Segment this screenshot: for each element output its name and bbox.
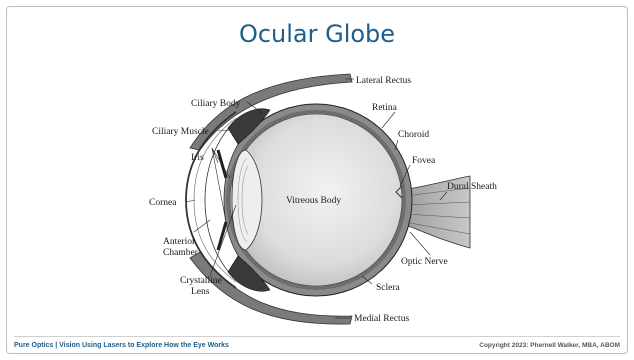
label-cornea: Cornea [149,198,177,208]
footer-copyright: Copyright 2023: Phernell Walker, MBA, AB… [479,342,620,349]
footer-divider [14,336,620,337]
label-vitreous-body: Vitreous Body [286,196,341,206]
label-retina: Retina [372,103,398,113]
label-crystalline: Crystalline [180,276,222,286]
label-ciliary-body: Ciliary Body [191,99,241,109]
label-chamber: Chamber [163,248,199,258]
label-lateral-rectus: Lateral Rectus [356,76,411,86]
label-lens: Lens [191,287,210,297]
label-anterior: Anterior [163,237,196,247]
label-optic-nerve: Optic Nerve [401,257,448,267]
label-sclera: Sclera [376,283,401,293]
footer-course-title: Pure Optics | Vision Using Lasers to Exp… [14,342,229,349]
label-ciliary-muscle: Ciliary Muscle [152,127,209,137]
label-choroid: Choroid [398,130,429,140]
label-medial-rectus: Medial Rectus [354,314,409,324]
label-iris: Iris [191,153,204,163]
label-fovea: Fovea [412,156,436,166]
label-dural-sheath: Dural Sheath [447,182,497,192]
